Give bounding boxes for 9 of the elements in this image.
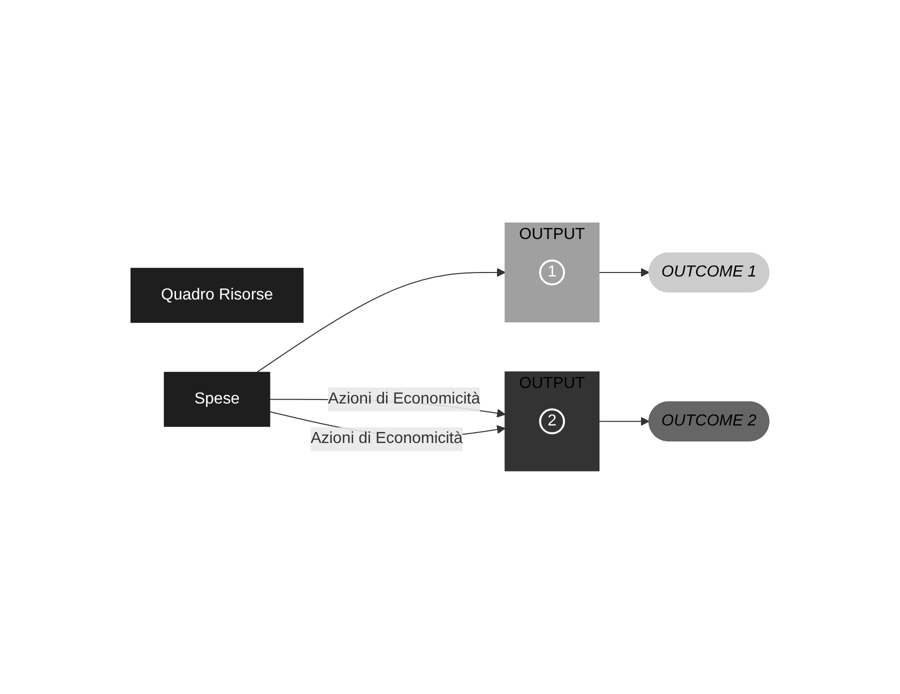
arrow	[598, 268, 650, 277]
node-box: Quadro Risorse	[130, 268, 304, 323]
edge-label: Azioni di Economicità	[328, 390, 480, 408]
node-circle: 1	[539, 260, 566, 286]
node-circle: 2	[539, 408, 566, 434]
edge-label: Azioni di Economicità	[310, 430, 463, 448]
arrow	[256, 268, 506, 373]
node-box: Spese	[164, 372, 270, 427]
arrow	[598, 417, 650, 426]
